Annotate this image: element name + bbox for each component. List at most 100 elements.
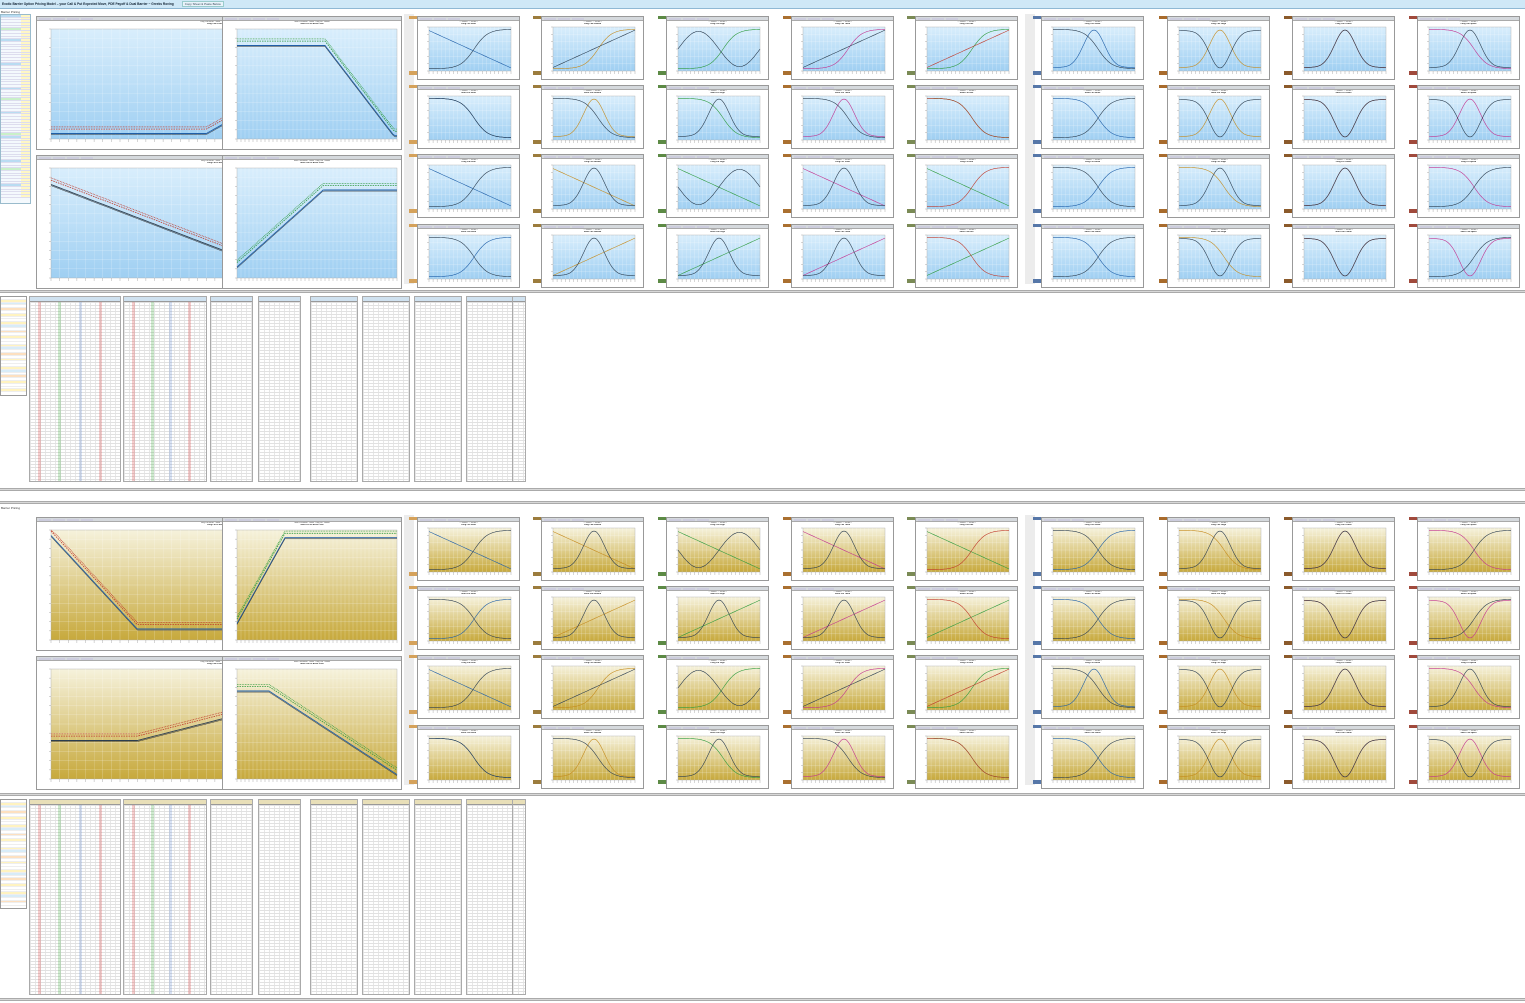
- series-selector[interactable]: [1448, 519, 1460, 521]
- input-row[interactable]: [1, 71, 30, 75]
- series-selector[interactable]: [697, 87, 709, 89]
- chart-side-tab[interactable]: [1409, 16, 1417, 19]
- series-selector[interactable]: [434, 156, 446, 158]
- chart-side-tab[interactable]: [1284, 140, 1292, 144]
- series-selector[interactable]: [1434, 87, 1446, 89]
- panel-row[interactable]: [1, 302, 26, 306]
- input-cell[interactable]: [21, 176, 30, 178]
- chart-side-tab[interactable]: [1033, 641, 1041, 645]
- chart-side-tab[interactable]: [1033, 517, 1041, 520]
- series-selector[interactable]: [81, 519, 93, 521]
- input-cell[interactable]: [21, 41, 30, 44]
- series-selector[interactable]: [1434, 588, 1446, 590]
- input-row[interactable]: [1, 192, 30, 196]
- chart-toolbar[interactable]: [542, 17, 643, 21]
- chart-toolbar[interactable]: [916, 225, 1017, 229]
- series-selector[interactable]: [1184, 156, 1196, 158]
- chart-toolbar[interactable]: [1293, 155, 1394, 159]
- chart-side-tab[interactable]: [1159, 209, 1167, 213]
- input-cell[interactable]: [21, 141, 30, 143]
- input-cell[interactable]: [21, 149, 30, 152]
- input-cell[interactable]: [21, 125, 30, 127]
- series-selector[interactable]: [558, 87, 570, 89]
- chart-toolbar[interactable]: [916, 155, 1017, 159]
- input-cell[interactable]: [21, 187, 30, 189]
- chart-side-tab[interactable]: [1409, 209, 1417, 213]
- series-selector[interactable]: [1448, 156, 1460, 158]
- input-row[interactable]: [1, 82, 30, 85]
- series-selector[interactable]: [822, 588, 834, 590]
- pricing-table[interactable]: [123, 296, 207, 482]
- series-selector[interactable]: [1170, 588, 1182, 590]
- chart-side-tab[interactable]: [409, 641, 417, 645]
- input-row[interactable]: [1, 154, 30, 158]
- series-selector[interactable]: [67, 157, 79, 159]
- series-selector[interactable]: [434, 588, 446, 590]
- copy-sheet-button[interactable]: Copy Sheet & Paste Below: [181, 1, 224, 7]
- input-cell[interactable]: [21, 144, 30, 146]
- series-selector[interactable]: [544, 657, 556, 659]
- table-grid[interactable]: [467, 302, 513, 481]
- input-row[interactable]: [1, 157, 30, 161]
- chart-side-tab[interactable]: [409, 586, 417, 589]
- series-selector[interactable]: [239, 519, 251, 521]
- chart-side-tab[interactable]: [409, 71, 417, 75]
- chart-side-tab[interactable]: [1409, 572, 1417, 576]
- input-cell[interactable]: [21, 71, 30, 74]
- series-selector[interactable]: [225, 18, 237, 20]
- series-selector[interactable]: [794, 18, 806, 20]
- input-row[interactable]: [1, 68, 30, 72]
- input-row[interactable]: [1, 101, 30, 104]
- series-selector[interactable]: [81, 18, 93, 20]
- series-selector[interactable]: [932, 18, 944, 20]
- series-selector[interactable]: [39, 18, 51, 20]
- chart-side-tab[interactable]: [658, 209, 666, 213]
- chart-toolbar[interactable]: [418, 86, 519, 90]
- chart-side-tab[interactable]: [1033, 16, 1041, 19]
- chart-side-tab[interactable]: [1033, 279, 1041, 283]
- chart-side-tab[interactable]: [783, 517, 791, 520]
- chart-toolbar[interactable]: [1168, 587, 1269, 591]
- series-selector[interactable]: [808, 87, 820, 89]
- input-cell[interactable]: [21, 122, 30, 125]
- chart-side-tab[interactable]: [409, 209, 417, 213]
- chart-side-tab[interactable]: [1033, 71, 1041, 75]
- input-cell[interactable]: [21, 15, 30, 17]
- chart-side-tab[interactable]: [907, 85, 915, 88]
- series-selector[interactable]: [53, 658, 65, 660]
- series-selector[interactable]: [808, 226, 820, 228]
- chart-side-tab[interactable]: [658, 279, 666, 283]
- chart-side-tab[interactable]: [533, 16, 541, 19]
- panel-row[interactable]: [1, 324, 26, 328]
- table-grid[interactable]: [30, 302, 120, 481]
- series-selector[interactable]: [1072, 588, 1084, 590]
- series-selector[interactable]: [1044, 588, 1056, 590]
- chart-side-tab[interactable]: [658, 71, 666, 75]
- input-row[interactable]: [1, 138, 30, 142]
- series-selector[interactable]: [932, 156, 944, 158]
- chart-side-tab[interactable]: [1159, 572, 1167, 576]
- series-selector[interactable]: [946, 519, 958, 521]
- chart-side-tab[interactable]: [783, 224, 791, 227]
- chart-toolbar[interactable]: [418, 17, 519, 21]
- pricing-table[interactable]: [414, 296, 462, 482]
- chart-side-tab[interactable]: [907, 154, 915, 157]
- series-selector[interactable]: [794, 519, 806, 521]
- panel-row[interactable]: [1, 319, 26, 323]
- series-selector[interactable]: [67, 18, 79, 20]
- input-cell[interactable]: [21, 82, 30, 84]
- series-selector[interactable]: [53, 157, 65, 159]
- input-row[interactable]: [1, 60, 30, 64]
- series-selector[interactable]: [225, 519, 237, 521]
- payoff-chart[interactable]: Short Put Barrier · Strike · Long Put · …: [222, 517, 402, 651]
